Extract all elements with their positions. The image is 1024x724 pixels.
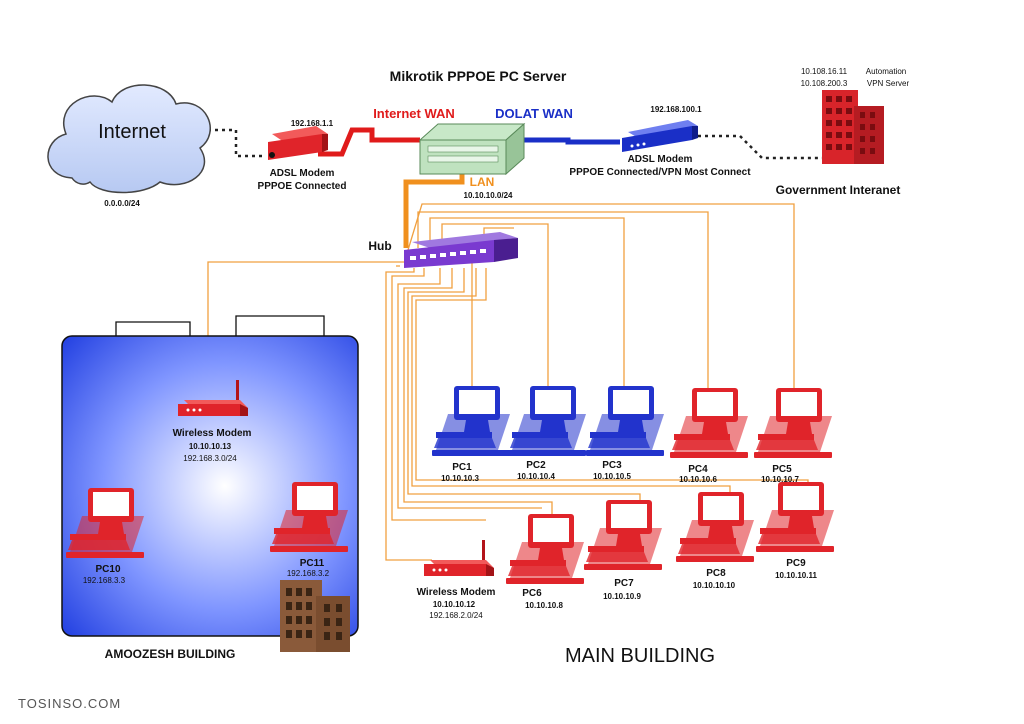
adsl-modem-right-icon [622,120,698,152]
pc8-ip: 10.10.10.10 [693,581,736,590]
adsl-right-line2: PPPOE Connected/VPN Most Connect [569,167,751,178]
pc9-name: PC9 [786,558,806,569]
pc9-icon [756,482,834,552]
pc7-ip: 10.10.10.9 [603,592,641,601]
pc1-ip: 10.10.10.3 [441,474,479,483]
wireless-modem-main-icon [424,540,494,576]
gov-ip1: 10.108.16.11 [801,67,848,76]
pc10-ip: 192.168.3.3 [83,576,126,585]
dolat-wan-label: DOLAT WAN [495,106,573,121]
pc11-ip: 192.168.3.2 [287,569,330,578]
pc1-name: PC1 [452,462,472,473]
pc5-ip: 10.10.10.7 [761,475,799,484]
main-wireless-ip: 10.10.10.12 [433,600,476,609]
adsl-left-line1: ADSL Modem [270,168,335,179]
adsl-modem-left-icon [268,126,328,160]
hub-icon [404,232,518,268]
main-wireless-name: Wireless Modem [417,587,496,598]
pc5-name: PC5 [772,464,792,475]
pc6-ip: 10.10.10.8 [525,601,563,610]
adsl-right-line1: ADSL Modem [628,154,693,165]
amoozesh-building-label: AMOOZESH BUILDING [105,647,236,661]
pc5-icon [754,388,832,458]
main-building-label: MAIN BUILDING [565,645,715,667]
pc3-name: PC3 [602,460,622,471]
pc2-ip: 10.10.10.4 [517,472,555,481]
hub-label: Hub [368,239,391,253]
pc2-icon [508,386,586,456]
internet-label: Internet [98,121,166,143]
diagram-title: Mikrotik PPPOE PC Server [390,68,567,84]
pc2-name: PC2 [526,460,546,471]
pc11-name: PC11 [300,558,325,569]
pc7-name: PC7 [614,578,634,589]
pc3-ip: 10.10.10.5 [593,472,631,481]
gov-label1: Automation [866,67,906,76]
main-wireless-subnet: 192.168.2.0/24 [429,611,483,620]
wires [115,127,822,561]
pc4-name: PC4 [688,464,708,475]
lan-subnet: 10.10.10.0/24 [464,191,513,200]
amoozesh-wireless-ip: 10.10.10.13 [189,442,232,451]
amoozesh-building-icon [280,580,350,652]
adsl-left-ip: 192.168.1.1 [291,119,334,128]
gov-label2: VPN Server [867,79,910,88]
pc6-name: PC6 [522,588,542,599]
pc4-icon [670,388,748,458]
amoozesh-building [61,335,359,637]
amoozesh-wireless-subnet: 192.168.3.0/24 [183,454,237,463]
amoozesh-wireless-name: Wireless Modem [173,428,252,439]
pc4-ip: 10.10.10.6 [679,475,717,484]
lan-label: LAN [470,175,495,189]
pc6-icon [506,514,584,584]
pc8-icon [676,492,754,562]
adsl-left-line2: PPPOE Connected [258,181,347,192]
pc10-name: PC10 [95,564,120,575]
pc7-icon [584,500,662,570]
pc9-ip: 10.10.10.11 [775,571,817,580]
internet-subnet: 0.0.0.0/24 [104,199,140,208]
adsl-right-ip: 192.168.100.1 [650,105,702,114]
watermark: TOSINSO.COM [18,696,121,711]
gov-network-label: Government Interanet [776,183,901,197]
pc8-name: PC8 [706,568,726,579]
internet-cloud-icon [47,84,211,194]
pc3-icon [586,386,664,456]
mikrotik-server-icon [418,122,526,176]
gov-ip2: 10.108.200.3 [801,79,848,88]
government-building-icon [822,90,884,164]
pc1-icon [432,386,510,456]
internet-wan-label: Internet WAN [373,106,455,121]
